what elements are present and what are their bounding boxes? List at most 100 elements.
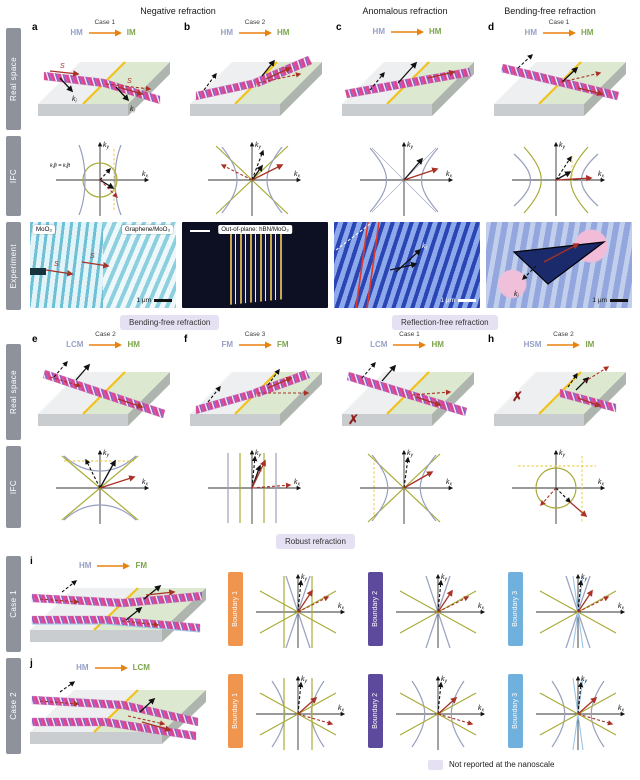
scale-bar-line — [190, 230, 210, 232]
scale-bar: 1 μm — [136, 297, 172, 304]
panel-a-header: HM Case 1 IM — [46, 19, 160, 37]
orange-arrow-icon — [94, 664, 128, 672]
panel-letter-c: c — [336, 22, 342, 33]
experiment-image-bending-free: ki 1 μm — [486, 222, 632, 308]
scale-bar: 1 μm — [440, 297, 476, 304]
material-to: IM — [126, 27, 136, 37]
badge-robust: Robust refraction — [276, 534, 355, 549]
orange-arrow-icon — [88, 29, 122, 36]
badge-bending-free: Bending-free refraction — [120, 315, 220, 330]
ky-label: ky — [301, 574, 308, 583]
kx-label: kx — [598, 479, 605, 488]
material-from: FM — [221, 339, 233, 349]
ifc-b: ky kx — [208, 141, 302, 216]
boundary-bar-2-j: Boundary 2 — [368, 674, 383, 748]
material-from: HM — [524, 27, 537, 37]
material-to: HM — [429, 27, 442, 36]
case-arrow — [94, 656, 128, 672]
not-reported-swatch — [428, 760, 443, 770]
material-to: LCM — [132, 663, 150, 672]
row-bar-real-space-1: Real space — [6, 28, 21, 130]
s-label: S — [60, 63, 65, 70]
material-from: LCM — [370, 339, 388, 349]
case-arrow: Case 2 — [88, 331, 123, 349]
ifc-j-boundary3: ky kx — [536, 675, 626, 751]
material-to: FM — [277, 339, 289, 349]
orange-arrow-icon — [543, 29, 576, 36]
slab-a: S S ki kr — [36, 60, 172, 118]
kx-label: kx — [294, 171, 301, 180]
panel-g-header: LCM Case 1 HM — [350, 331, 464, 349]
row-bar-ifc-1: IFC — [6, 136, 21, 216]
ky-label: ky — [581, 574, 588, 583]
scale-bar: 1 μm — [592, 297, 628, 304]
ky-label: ky — [441, 574, 448, 583]
no-reflection-cross: ✗ — [512, 389, 523, 404]
case-label: Case 2 — [95, 331, 116, 338]
panel-e-header: LCM Case 2 HM — [46, 331, 160, 349]
experiment-c-annotations: kt — [335, 222, 428, 308]
material-to: HM — [581, 27, 594, 37]
panel-letter-b: b — [184, 22, 191, 33]
material-to: FM — [135, 561, 147, 570]
panel-f-header: FM Case 3 FM — [198, 331, 312, 349]
material-from: HM — [220, 27, 233, 37]
panel-d-header: HM Case 1 HM — [502, 19, 616, 37]
ky-label: ky — [441, 676, 448, 685]
experiment-d-annotations: ki — [512, 241, 607, 300]
slab-h: ✗ — [492, 366, 628, 428]
s-label: S — [54, 261, 59, 268]
ky-label: ky — [407, 142, 414, 151]
case-label: Case 2 — [244, 19, 266, 26]
ky-label: ky — [581, 676, 588, 685]
kx-label: kx — [142, 479, 149, 488]
panel-letter-f: f — [184, 334, 188, 345]
row-bar-case-1: Case 1 — [6, 556, 21, 652]
material-from: LCM — [66, 339, 84, 349]
panel-b-header: HM Case 2 HM — [198, 19, 312, 37]
slab-c — [340, 60, 476, 118]
label-moo3: MoO₃ — [33, 225, 55, 235]
panel-letter-a: a — [32, 22, 38, 33]
col-header-negative-refraction: Negative refraction — [140, 6, 216, 16]
boundary-bar-3-j: Boundary 3 — [508, 674, 523, 748]
ifc-d: ky kx — [512, 141, 606, 216]
kx-label: kx — [478, 705, 485, 714]
kx-label: kx — [446, 479, 453, 488]
case-label: Case 3 — [244, 331, 266, 338]
kx-label: kx — [478, 603, 485, 612]
boundary-bar-1-j: Boundary 1 — [228, 674, 243, 748]
kx-label: kx — [618, 705, 625, 714]
badge-reflection-free: Reflection-free refraction — [392, 315, 498, 330]
orange-arrow-icon — [391, 28, 424, 36]
ki-label: ki — [72, 96, 78, 105]
row-bar-real-space-2: Real space — [6, 344, 21, 440]
fringe-region — [230, 227, 283, 304]
panel-letter-e: e — [32, 334, 38, 345]
orange-arrow-icon — [239, 341, 272, 348]
slab-b — [188, 55, 324, 118]
kx-label: kx — [446, 171, 453, 180]
slab-j — [30, 681, 206, 744]
col-header-anomalous-refraction: Anomalous refraction — [362, 6, 448, 16]
ifc-e: ky kx — [56, 449, 150, 524]
case-label: Case 1 — [399, 331, 420, 338]
material-to: HM — [431, 339, 444, 349]
boundary-bar-2-i: Boundary 2 — [368, 572, 383, 646]
case-arrow: Case 1 — [392, 331, 427, 349]
case-arrow: Case 1 — [542, 19, 576, 37]
ky-label: ky — [407, 450, 414, 459]
experiment-image-hbn-moo3: Out-of-plane: hBN/MoO₃ — [182, 222, 328, 308]
ifc-g: ky kx — [360, 449, 454, 524]
ifc-h: ky kx — [512, 449, 606, 524]
moo3-region — [30, 222, 103, 308]
case-arrow: Case 1 — [88, 19, 122, 37]
ky-label: ky — [255, 142, 262, 151]
slab-g: ✗ — [340, 361, 476, 428]
ky-label: ky — [559, 450, 566, 459]
ky-label: ky — [255, 450, 262, 459]
ki-label: ki — [514, 291, 520, 300]
s-label: S — [90, 253, 95, 260]
slab-f — [188, 368, 324, 428]
ifc-i-boundary2: ky kx — [396, 573, 486, 649]
